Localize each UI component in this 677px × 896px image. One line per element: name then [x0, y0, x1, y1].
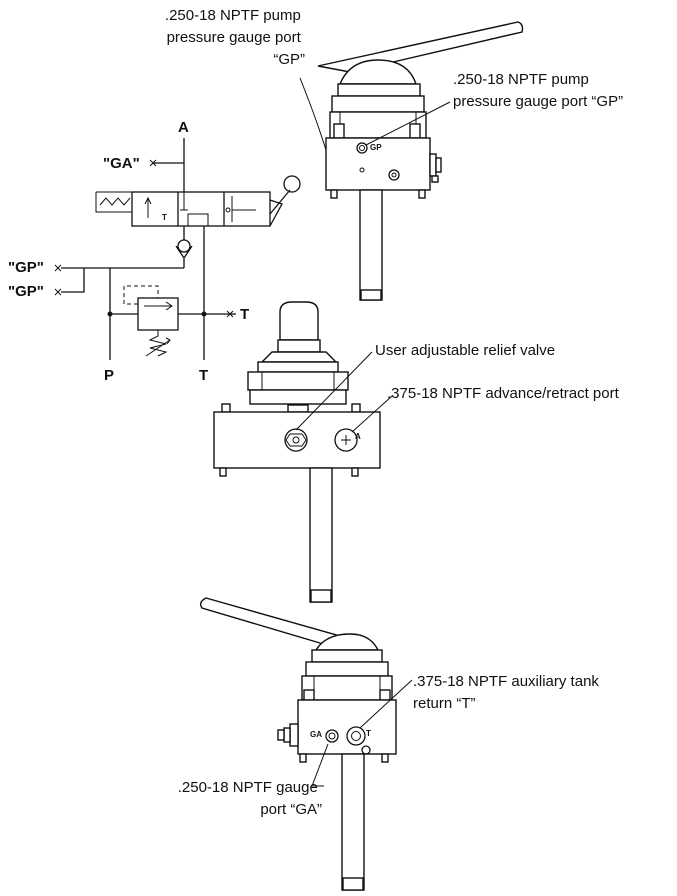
pump-view-top: GP — [299, 21, 524, 301]
relief-valve-label: User adjustable relief valve — [375, 342, 555, 359]
pump-motor-bottom — [301, 675, 393, 701]
gauge-ga-label: .250-18 NPTF gauge port “GA” — [178, 779, 322, 818]
t-marking: T — [366, 729, 371, 738]
pump-reservoir-bottom — [341, 753, 365, 891]
hydraulic-schematic: A "GA" T "GP" — [8, 119, 301, 384]
schematic-port-gp-2: "GP" — [8, 283, 44, 300]
pump-reservoir-middle — [309, 467, 333, 603]
schematic-port-t-bottom: T — [199, 367, 208, 384]
t-port — [346, 726, 366, 746]
schematic-port-p: P — [104, 367, 114, 384]
ga-port — [325, 729, 339, 743]
aux-tank-label: .375-18 NPTF auxiliary tank return “T” — [413, 673, 603, 712]
pump-handle-top — [317, 21, 524, 73]
schematic-port-gp-1: "GP" — [8, 259, 44, 276]
pump-manifold-middle — [213, 411, 381, 469]
schematic-valve-t: T — [162, 213, 167, 222]
a-marking: A — [355, 432, 361, 441]
schematic-valve-envelope — [131, 191, 271, 227]
schematic-port-a: A — [178, 119, 189, 136]
ga-marking: GA — [310, 730, 322, 739]
advance-retract-port — [334, 428, 358, 452]
pump-view-middle: A — [213, 301, 393, 603]
schematic-port-t-side: T — [240, 306, 249, 323]
pump-handle-bottom — [199, 597, 342, 647]
pump-motor-middle — [247, 371, 349, 391]
schematic-relief-valve — [137, 297, 179, 331]
gp-label-top-right: .250-18 NPTF pump pressure gauge port “G… — [453, 71, 623, 110]
pump-manifold-bottom — [297, 699, 397, 755]
gp-marking: GP — [370, 143, 382, 152]
pump-view-bottom: GA T — [199, 597, 413, 891]
pump-reservoir-top — [359, 189, 383, 301]
gp-port-top — [356, 142, 368, 154]
gp-label-top-left: .250-18 NPTF pump pressure gauge port “G… — [165, 7, 305, 68]
schematic-port-ga: "GA" — [103, 155, 140, 172]
relief-valve-port — [284, 428, 308, 452]
advance-retract-label: .375-18 NPTF advance/retract port — [387, 385, 620, 402]
pump-dome-top — [338, 59, 417, 85]
schematic-lever-knob — [283, 175, 301, 193]
